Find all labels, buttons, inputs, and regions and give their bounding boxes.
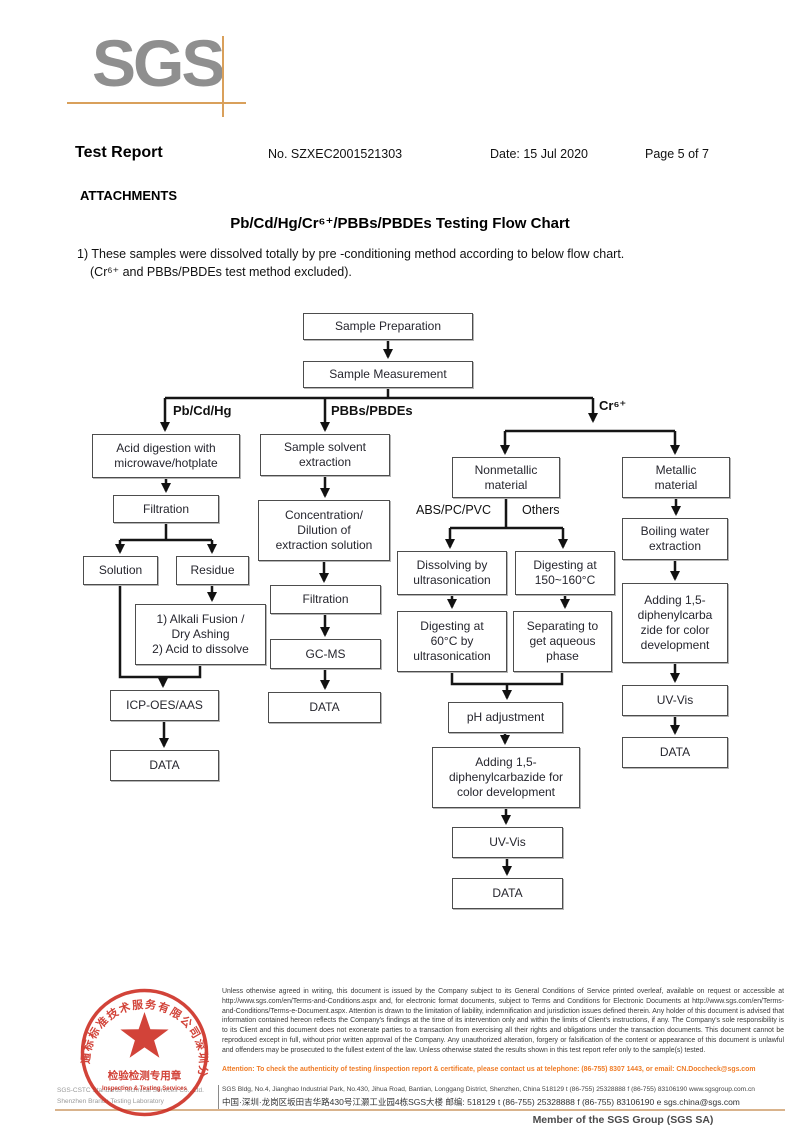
node-solvent-extraction: Sample solvent extraction [260, 434, 390, 476]
node-filtration-2: Filtration [270, 585, 381, 614]
report-title: Test Report [75, 144, 163, 161]
node-data-pb: DATA [110, 750, 219, 781]
node-digesting-150: Digesting at 150~160°C [515, 551, 615, 595]
node-ph-adjustment: pH adjustment [448, 702, 563, 733]
disclaimer-text: Unless otherwise agreed in writing, this… [222, 988, 784, 1054]
node-concentration: Concentration/ Dilution of extraction so… [258, 500, 390, 561]
node-data-cr-nonmetal: DATA [452, 878, 563, 909]
node-data-cr-metal: DATA [622, 737, 728, 768]
node-adding-dpc-mid: Adding 1,5- diphenylcarbazide for color … [432, 747, 580, 808]
node-alkali-fusion: 1) Alkali Fusion / Dry Ashing 2) Acid to… [135, 604, 266, 665]
node-gc-ms: GC-MS [270, 639, 381, 669]
footer-divider [218, 1085, 219, 1111]
node-icp-oes-aas: ICP-OES/AAS [110, 690, 219, 721]
node-digesting-60: Digesting at 60°C by ultrasonication [397, 611, 507, 672]
stamp-center-en: Inspection & Testing Services [102, 1086, 188, 1092]
company-branch-line: Shenzhen Branch Testing Laboratory [57, 1098, 164, 1105]
node-solution: Solution [83, 556, 158, 585]
sgs-logo: SGS [92, 26, 225, 100]
address-chinese: 中国·深圳·龙岗区坂田吉华路430号江灏工业园4栋SGS大楼 邮编: 51812… [222, 1097, 740, 1107]
node-nonmetallic: Nonmetallic material [452, 457, 560, 498]
branch-label-pb-cd-hg: Pb/Cd/Hg [173, 403, 232, 418]
branch-label-pbbs-pbdes: PBBs/PBDEs [331, 403, 413, 418]
node-sample-preparation: Sample Preparation [303, 313, 473, 340]
attention-text: Attention: To check the authenticity of … [222, 1066, 756, 1073]
stamp-center-cn: 检验检测专用章 [108, 1069, 182, 1082]
member-line: Member of the SGS Group (SGS SA) [532, 1114, 714, 1126]
node-residue: Residue [176, 556, 249, 585]
report-number: No. SZXEC2001521303 [268, 147, 403, 161]
branch-label-cr6: Cr⁶⁺ [599, 398, 627, 413]
inspection-stamp: 通标标准技术服务有限公司深圳分公司 检验检测专用章 Inspection & T… [76, 984, 209, 1117]
logo-vertical-line [222, 36, 224, 117]
report-date: Date: 15 Jul 2020 [490, 147, 588, 161]
attachments-heading: ATTACHMENTS [80, 188, 178, 203]
page-number: Page 5 of 7 [645, 147, 709, 161]
node-acid-digestion: Acid digestion with microwave/hotplate [92, 434, 240, 478]
node-separating: Separating to get aqueous phase [513, 611, 612, 672]
node-dissolving: Dissolving by ultrasonication [397, 551, 507, 595]
node-adding-dpc-right: Adding 1,5- diphenylcarba zide for color… [622, 583, 728, 663]
address-english: SGS Bldg, No.4, Jianghao Industrial Park… [222, 1086, 755, 1093]
flow-chart-title: Pb/Cd/Hg/Cr⁶⁺/PBBs/PBDEs Testing Flow Ch… [230, 215, 570, 232]
company-name-line: SGS-CSTC Standards Technical Services Co… [57, 1087, 204, 1094]
note-line-1: 1) These samples were dissolved totally … [77, 247, 625, 261]
note-line-2: (Cr⁶⁺ and PBBs/PBDEs test method exclude… [90, 265, 352, 279]
node-sample-measurement: Sample Measurement [303, 361, 473, 388]
node-data-pbb: DATA [268, 692, 381, 723]
footer-rule [55, 1109, 785, 1111]
stamp-star-icon [120, 1012, 169, 1058]
node-uv-vis-right: UV-Vis [622, 685, 728, 716]
node-filtration-1: Filtration [113, 495, 219, 523]
node-metallic: Metallic material [622, 457, 730, 498]
path-label-others: Others [522, 503, 560, 517]
path-label-abs-pc-pvc: ABS/PC/PVC [416, 503, 492, 517]
node-boiling-water: Boiling water extraction [622, 518, 728, 560]
node-uv-vis-mid: UV-Vis [452, 827, 563, 858]
logo-horizontal-line [67, 102, 246, 104]
